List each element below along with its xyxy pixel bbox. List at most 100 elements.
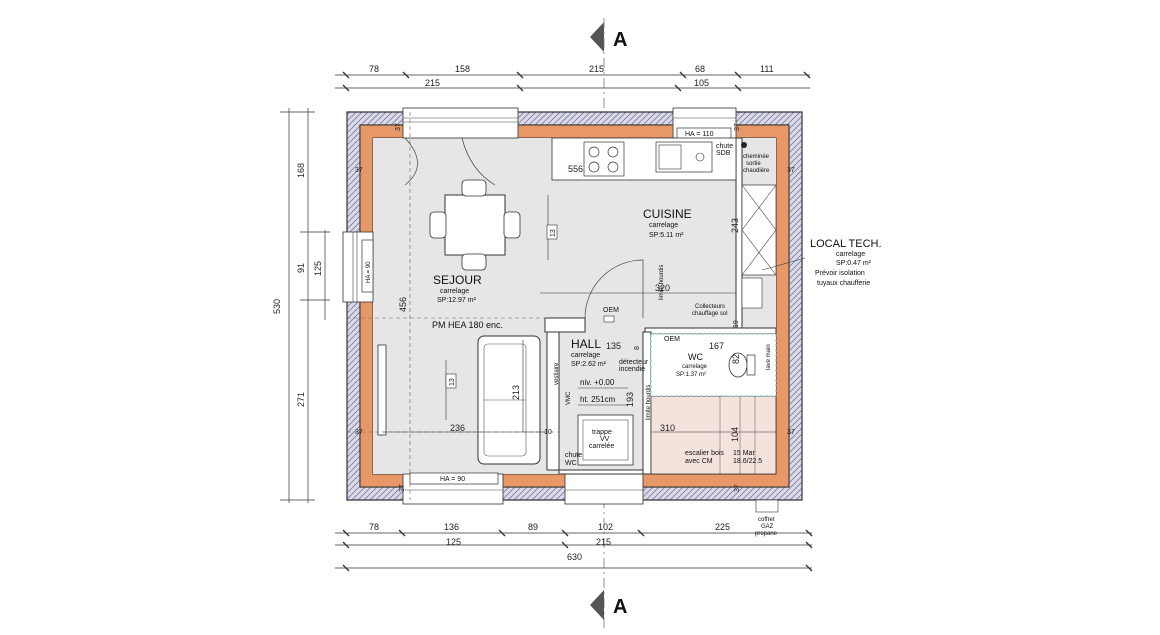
window-box-top-right: HA = 110 (676, 127, 732, 140)
local-tech-area (741, 184, 777, 309)
dim-left-530: 530 (272, 299, 282, 314)
dim-167: 167 (709, 341, 724, 351)
room-localtech-note1: Prévoir isolation (815, 270, 865, 277)
dim-456: 456 (398, 297, 408, 312)
room-hall-area: SP:2.62 m² (571, 361, 607, 368)
trappe-3: carrelée (589, 443, 614, 450)
escalier-2: avec CM (685, 458, 713, 465)
dim-bot-102: 102 (598, 522, 613, 532)
wt-10: 10 (544, 429, 552, 436)
dim-bot-78: 78 (369, 522, 379, 532)
oem-icon (603, 315, 615, 323)
room-cuisine-finish: carrelage (649, 222, 678, 229)
dim-236: 236 (450, 423, 465, 433)
trappe-2: VV (600, 436, 610, 443)
dim-top-105: 105 (694, 78, 709, 88)
wt-37-tr: 37 (734, 123, 741, 131)
wt-37-l1: 37 (355, 167, 363, 174)
escalier-1: escalier bois (685, 450, 724, 457)
staircase (650, 344, 777, 475)
wc-toilet (728, 352, 756, 378)
dim-top-78: 78 (369, 64, 379, 74)
dim-bot-136: 136 (444, 522, 459, 532)
room-localtech-name: LOCAL TECH. (810, 238, 882, 250)
window-label-top-right: HA = 110 (685, 131, 714, 138)
kitchen-counter (551, 137, 737, 181)
marches-2: 18.6/22.5 (733, 458, 762, 465)
wt-37-tl: 37 (395, 123, 402, 131)
dim-82: 82 (731, 354, 741, 364)
svg-text:13: 13 (550, 229, 557, 237)
wt-19: 19 (733, 320, 740, 328)
dim-top-158: 158 (455, 64, 470, 74)
room-localtech-finish: carrelage (836, 251, 865, 258)
wall-thickness-labels: 37 37 37 37 37 37 37 37 19 10 8 (355, 123, 795, 492)
dim-213: 213 (511, 385, 521, 400)
chute-sdb-2: SDB (716, 150, 731, 157)
dim-top-215: 215 (589, 64, 604, 74)
dim-left-168: 168 (296, 163, 306, 178)
chauffage-label: chauffage sol (692, 311, 728, 317)
chute-wc-1: chute (565, 452, 582, 459)
detecteur-2: incendie (619, 366, 645, 373)
room-localtech-area: SP:0.47 m² (836, 260, 872, 267)
window-label-left: HA = 90 (366, 261, 372, 283)
window-box-bottom: HA = 90 (409, 472, 499, 485)
section-mark-bottom: A (590, 590, 627, 620)
vmc-label: VMC (566, 391, 572, 405)
wt-37-l2: 37 (355, 429, 363, 436)
dimensions-bottom (335, 529, 813, 572)
dining-table (429, 179, 521, 271)
ceiling-height-13b: 13 (445, 373, 457, 389)
coffret-3: propane (755, 531, 778, 537)
wt-37-br: 37 (734, 484, 741, 492)
room-sejour-name: SEJOUR (433, 273, 482, 287)
pm-label: PM HEA 180 enc. (432, 320, 503, 330)
section-label-bottom: A (613, 596, 627, 618)
detecteur-1: détecteur (619, 359, 649, 366)
dim-135: 135 (606, 341, 621, 351)
dim-bot-215: 215 (596, 537, 611, 547)
vestiaire-label: vestiaire (554, 362, 560, 385)
dim-bot-225: 225 (715, 522, 730, 532)
dim-556: 556 (568, 164, 583, 174)
chute-wc-2: WC (565, 460, 577, 467)
niv-label: niv. +0.00 (580, 378, 615, 387)
window-box-left: HA = 90 (361, 239, 374, 293)
localtech-leader (761, 257, 806, 271)
sofa (477, 335, 541, 465)
dim-193: 193 (625, 392, 635, 407)
wt-8: 8 (634, 346, 641, 350)
dim-top-111: 111 (760, 64, 774, 74)
room-cuisine-name: CUISINE (643, 207, 692, 221)
interior-dim-lines (383, 195, 776, 433)
wt-37-r2: 37 (787, 429, 795, 436)
dim-left-271: 271 (296, 392, 306, 407)
dim-bot-89: 89 (528, 522, 538, 532)
ceiling-height-13a: 13 (546, 224, 558, 240)
dim-104: 104 (730, 427, 740, 442)
dim-top-68: 68 (695, 64, 705, 74)
trappe-1: trappe (592, 429, 612, 436)
room-wc-name: WC (688, 352, 703, 362)
window-label-bottom: HA = 90 (440, 476, 465, 483)
coffret-1: coffret (758, 517, 775, 523)
dim-bot-630: 630 (567, 552, 582, 562)
room-wc-finish: carrelage (682, 364, 708, 370)
marches-1: 15 Mar (733, 450, 755, 457)
window-openings (342, 107, 737, 505)
svg-text:13: 13 (449, 378, 456, 386)
room-hall-finish: carrelage (571, 352, 600, 359)
room-sejour-finish: carrelage (440, 288, 469, 295)
limite-1: limite hourdis (646, 385, 652, 420)
dimensions-top (335, 71, 811, 92)
trap-door (577, 414, 634, 466)
lave-main-label: lave main (766, 344, 772, 370)
dimensions-left (280, 108, 330, 503)
oem-label: OEM (603, 307, 619, 314)
wt-37-bl: 37 (399, 484, 406, 492)
coffret-2: GAZ (761, 524, 774, 530)
room-localtech-note2: tuyaux chaufferie (817, 280, 870, 287)
room-sejour-area: SP:12.97 m² (437, 297, 477, 304)
